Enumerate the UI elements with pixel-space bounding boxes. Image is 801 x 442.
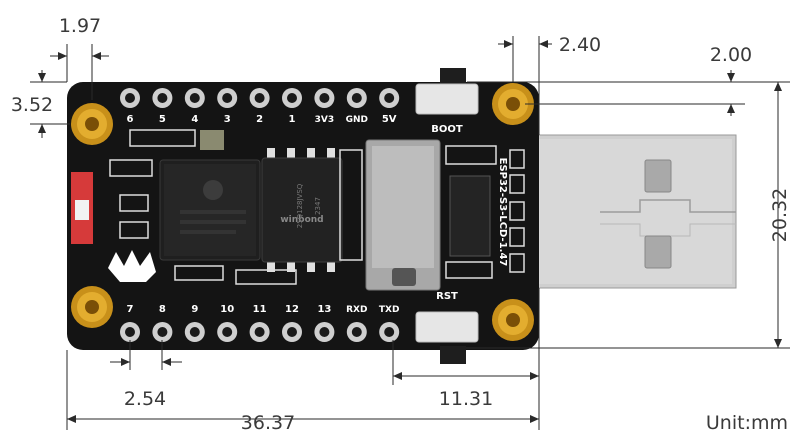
header-pad-top-hole [157, 93, 168, 103]
rst-button-cap[interactable] [440, 346, 466, 364]
led-window [75, 200, 89, 220]
header-pad-top-hole [384, 93, 395, 103]
pin-label-bottom: 13 [317, 304, 331, 315]
usb-window-top [644, 159, 672, 193]
dim-20-32-text: 20.32 [769, 188, 791, 242]
dim-2-40: 2.40 [498, 34, 601, 135]
pin-label-bottom: 10 [220, 304, 234, 315]
header-pads-top [120, 88, 400, 108]
header-pad-bottom-hole [287, 327, 297, 337]
dim-11-31-text: 11.31 [439, 388, 493, 410]
pin-label-bottom: 11 [253, 304, 267, 315]
dim-3-52-text: 3.52 [11, 94, 53, 116]
dim-2-40-text: 2.40 [559, 34, 601, 56]
pin-label-bottom: 12 [285, 304, 299, 315]
usb-window-bottom [644, 235, 672, 269]
header-pad-bottom-hole [189, 327, 200, 337]
esp32-s3-chip [159, 159, 261, 261]
header-pad-bottom-hole [319, 327, 330, 337]
dim-1-97: 1.97 [50, 15, 109, 100]
header-pad-bottom-hole [222, 327, 233, 337]
header-pad-top-hole [319, 93, 330, 103]
espressif-logo-icon [203, 180, 223, 200]
header-pad-top-hole [189, 93, 200, 103]
dim-11-31: 11.31 [392, 288, 540, 430]
dim-2-54-text: 2.54 [124, 388, 166, 410]
pin-labels-bottom: 7 8 9 10 11 12 13 RXD TXD [127, 304, 400, 315]
header-pad-bottom-hole [351, 327, 362, 337]
pin-label-top: 2 [256, 114, 263, 125]
rst-button[interactable] [415, 311, 479, 343]
mounting-hole-top-right [492, 83, 534, 125]
dim-2-54: 2.54 [110, 340, 182, 410]
pin-label-top: 3 [224, 114, 231, 125]
pin-label-bottom: 9 [191, 304, 198, 315]
pin-label-top: GND [346, 115, 368, 125]
dim-3-52: 3.52 [11, 70, 70, 138]
dim-1-97-text: 1.97 [59, 15, 101, 37]
rst-label: RST [436, 291, 458, 302]
pin-label-bottom: 8 [159, 304, 166, 315]
usb-a-plug [519, 134, 737, 289]
flash-date-text: 2347 [314, 197, 322, 215]
flash-code-text: 25Q128JVSQ [296, 183, 304, 228]
header-pad-top-hole [287, 93, 297, 103]
pin-labels-top: 6 5 4 3 2 1 3V3 GND 5V [127, 114, 397, 125]
boot-button[interactable] [415, 83, 479, 115]
pin-label-bottom: TXD [379, 305, 400, 315]
dim-2-00-text: 2.00 [710, 44, 752, 66]
header-pad-bottom-hole [254, 327, 265, 337]
flash-chip: winbond 25Q128JVSQ 2347 [261, 148, 343, 272]
waveshare-logo-icon [108, 250, 156, 282]
flash-brand-text: winbond [280, 215, 323, 225]
dim-36-37-text: 36.37 [241, 412, 295, 434]
pin-label-top: 6 [127, 114, 134, 125]
mounting-hole-top-left [71, 103, 113, 145]
mounting-hole-bottom-left [71, 286, 113, 328]
pin-label-bottom: 7 [127, 304, 134, 315]
header-pad-bottom-hole [384, 327, 395, 337]
tf-card-slot [365, 139, 441, 291]
header-pad-top-hole [125, 93, 135, 103]
dim-20-32: 20.32 [466, 82, 791, 349]
boot-label: BOOT [431, 124, 463, 135]
header-pad-bottom-hole [125, 327, 135, 337]
pin-label-top: 3V3 [315, 115, 335, 125]
pin-label-bottom: RXD [346, 305, 367, 315]
header-pads-bottom [120, 322, 400, 342]
dim-36-37: 36.37 [66, 350, 539, 434]
model-label: ESP32-S3-LCD-1.47 [497, 158, 508, 267]
pin-label-top: 1 [289, 114, 296, 125]
header-pad-top-hole [351, 93, 362, 103]
header-pad-bottom-hole [157, 327, 168, 337]
header-pad-top-hole [222, 93, 233, 103]
unit-label: Unit:mm [706, 412, 788, 434]
dim-2-00: 2.00 [467, 44, 790, 116]
smd-components [109, 129, 525, 285]
header-pad-top-hole [254, 93, 265, 103]
pin-label-top: 4 [191, 114, 198, 125]
pin-label-top: 5V [382, 114, 397, 125]
boot-button-cap[interactable] [440, 68, 466, 86]
mounting-hole-bottom-right [492, 299, 534, 341]
pin-label-top: 5 [159, 114, 166, 125]
